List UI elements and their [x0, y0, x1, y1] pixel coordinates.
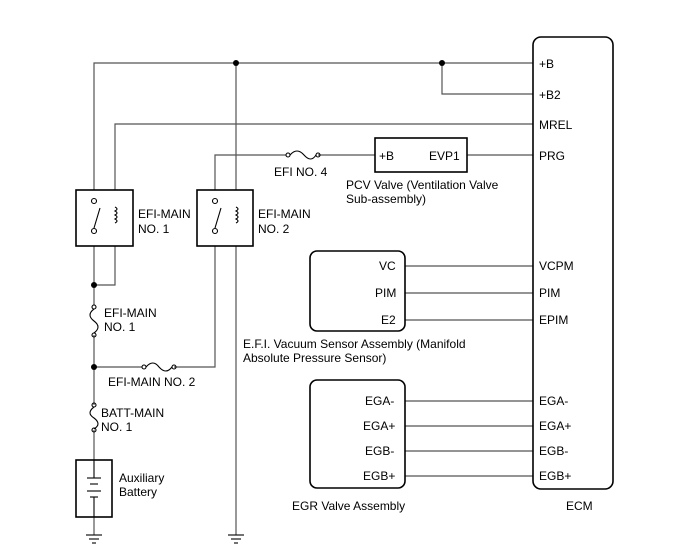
ecm-pin-plus-b2: +B2: [539, 88, 561, 102]
fuse-batt-main1-label-line2: NO. 1: [101, 420, 133, 434]
fuse-efi-no4-label: EFI NO. 4: [274, 165, 328, 179]
relay2-label-line1: EFI-MAIN: [258, 207, 311, 221]
fuse-end: [171, 364, 177, 370]
pcv-caption-line1: PCV Valve (Ventilation Valve: [346, 178, 499, 192]
wire-relay2-out: [214, 154, 286, 190]
egr-pin-ega-plus: EGA+: [363, 419, 395, 433]
ecm-label: ECM: [566, 499, 593, 513]
relay1-contact-bottom: [90, 227, 98, 235]
wire-plus-b2: [441, 63, 533, 95]
ecm-pin-mrel: MREL: [539, 118, 573, 132]
auxiliary-battery: Auxiliary Battery: [75, 459, 164, 518]
ecm-pin-egb-minus: EGB-: [539, 444, 568, 458]
fuse-efi-main2-label: EFI-MAIN NO. 2: [108, 375, 196, 389]
relay2-contact-bottom: [211, 227, 219, 235]
relay2-switch: [214, 207, 222, 229]
pcv-valve: +B EVP1 PCV Valve (Ventilation Valve Sub…: [346, 137, 499, 206]
relay-efi-main-2: EFI-MAIN NO. 2: [196, 189, 311, 247]
wires: [93, 62, 533, 535]
relay1-switch: [93, 207, 101, 229]
pcv-valve-box: [374, 137, 468, 173]
fuse-end: [315, 152, 321, 158]
relay1-label-line2: NO. 1: [138, 222, 170, 236]
wire-efi-main2-b: [174, 246, 216, 368]
relay-efi-main-1: EFI-MAIN NO. 1: [75, 189, 191, 247]
relay2-contact-top: [211, 197, 219, 205]
fuse-end: [285, 152, 291, 158]
fuse-end: [91, 304, 97, 310]
vacuum-caption-line2: Absolute Pressure Sensor): [243, 351, 386, 365]
egr-pin-egb-minus: EGB-: [365, 444, 394, 458]
fuse-efi-main1-label-line2: NO. 1: [104, 320, 136, 334]
ecm-pin-egb-plus: EGB+: [539, 469, 571, 483]
vacuum-pin-pim: PIM: [375, 286, 396, 300]
fuse-efi-main-1: EFI-MAIN NO. 1: [89, 304, 157, 338]
vacuum-caption-line1: E.F.I. Vacuum Sensor Assembly (Manifold: [243, 337, 466, 351]
fuse-batt-main1-label-line1: BATT-MAIN: [101, 406, 164, 420]
junction-dot: [91, 282, 97, 288]
fuse-symbol: [89, 308, 99, 334]
fuse-efi-no4: EFI NO. 4: [274, 150, 328, 179]
relay1-label-line1: EFI-MAIN: [138, 207, 191, 221]
relay2-label-line2: NO. 2: [258, 222, 290, 236]
fuse-efi-main1-label-line1: EFI-MAIN: [104, 306, 157, 320]
fuse-end: [141, 364, 147, 370]
egr-caption: EGR Valve Assembly: [292, 499, 405, 513]
egr-valve: EGA- EGA+ EGB- EGB+ EGR Valve Assembly: [292, 379, 406, 513]
vacuum-sensor-box: [309, 250, 406, 332]
junctions: [91, 60, 445, 370]
ecm-pin-ega-plus: EGA+: [539, 419, 571, 433]
ecm-pin-ega-minus: EGA-: [539, 394, 568, 408]
relay2-coil: [234, 206, 239, 224]
wire-mrel: [114, 123, 533, 190]
fuse-symbol: [89, 406, 99, 430]
ecm-box: [532, 36, 614, 490]
egr-valve-box: [309, 379, 406, 489]
fuse-symbol: [145, 362, 173, 372]
vacuum-pin-e2: E2: [381, 313, 396, 327]
fuse-symbol: [289, 150, 317, 160]
fuse-efi-main-2: EFI-MAIN NO. 2: [108, 362, 196, 389]
fuse-end: [91, 427, 97, 433]
ecm-pin-pim: PIM: [539, 286, 560, 300]
relay1-box: [75, 189, 134, 247]
fuse-batt-main-1: BATT-MAIN NO. 1: [89, 402, 164, 434]
vacuum-sensor: VC PIM E2 E.F.I. Vacuum Sensor Assembly …: [243, 250, 466, 365]
pcv-pin-evp1: EVP1: [429, 149, 460, 163]
ecm-pin-epim: EPIM: [539, 313, 568, 327]
pcv-pin-plus-b: +B: [379, 149, 394, 163]
ecm-pin-plus-b: +B: [539, 57, 554, 71]
egr-pin-ega-minus: EGA-: [365, 394, 394, 408]
ground-battery: [86, 534, 102, 544]
battery-label-line2: Battery: [119, 485, 157, 499]
relay1-contact-top: [90, 197, 98, 205]
ecm-pin-prg: PRG: [539, 149, 565, 163]
junction-dot: [233, 60, 239, 66]
ecm-module: +B +B2 MREL PRG VCPM PIM EPIM EGA- EGA+ …: [532, 36, 614, 513]
pcv-caption-line2: Sub-assembly): [346, 192, 426, 206]
junction-dot: [439, 60, 445, 66]
wire-relay1-coil-return: [94, 246, 116, 286]
fuse-end: [91, 332, 97, 338]
battery-label-line1: Auxiliary: [119, 471, 164, 485]
egr-pin-egb-plus: EGB+: [363, 469, 395, 483]
ecm-pin-vcpm: VCPM: [539, 259, 574, 273]
relay1-coil: [113, 206, 118, 224]
relay2-box: [196, 189, 254, 247]
junction-dot: [91, 364, 97, 370]
vacuum-pin-vc: VC: [379, 259, 396, 273]
wire-plus-b: [93, 62, 533, 190]
ground-trunk: [228, 534, 244, 544]
